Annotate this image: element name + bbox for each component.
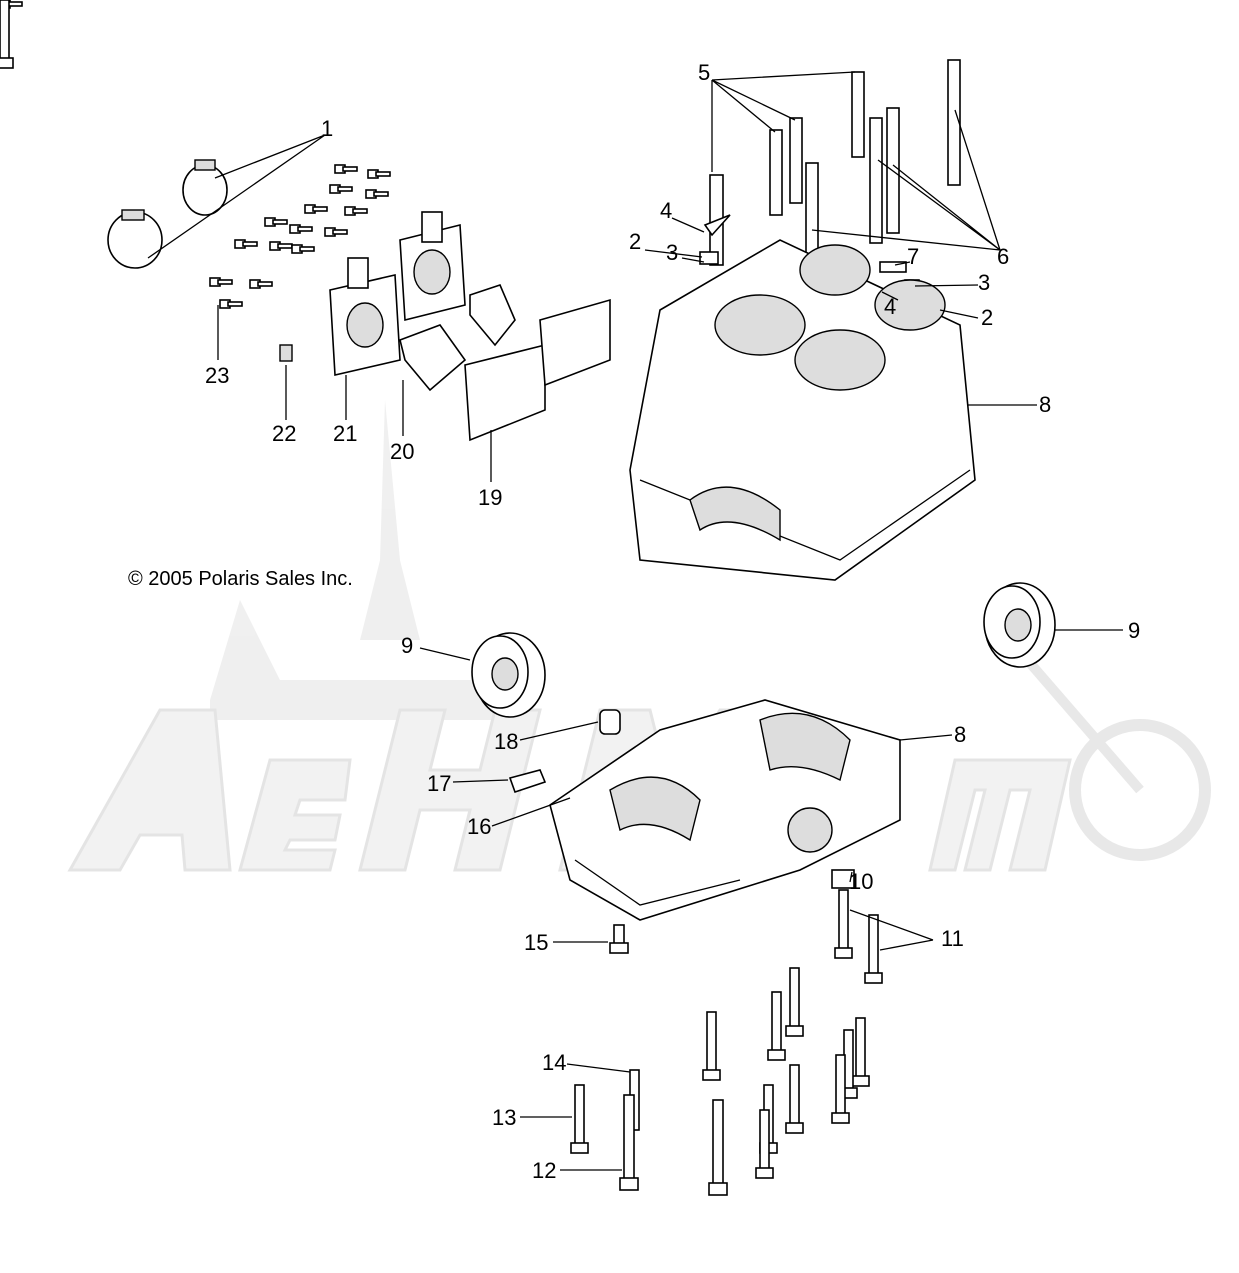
callout-18: 18	[494, 729, 518, 754]
callout-4: 4	[884, 294, 896, 319]
leader-lines	[147, 71, 1123, 1171]
callout-8: 8	[1039, 392, 1051, 417]
callout-15: 15	[524, 930, 548, 955]
callout-21: 21	[333, 421, 357, 446]
callout-10: 10	[849, 869, 873, 894]
callout-1: 1	[321, 116, 333, 141]
callout-2: 2	[981, 305, 993, 330]
callout-7: 7	[907, 244, 919, 269]
callout-3: 3	[978, 270, 990, 295]
callout-8: 8	[954, 722, 966, 747]
callout-13: 13	[492, 1105, 516, 1130]
bushing-18	[599, 709, 621, 735]
callout-16: 16	[467, 814, 491, 839]
drain-plug-10	[831, 869, 855, 889]
small-bolts	[0, 0, 391, 309]
callout-5: 5	[698, 60, 710, 85]
callout-labels: 1 5 4 2 3 7 6 3 4 2 8 23 22 21 20 19 © 2…	[128, 60, 1140, 1183]
lower-crankcase	[549, 699, 901, 921]
callout-3: 3	[666, 240, 678, 265]
reed-valves	[464, 298, 611, 442]
callout-6: 6	[997, 244, 1009, 269]
callout-14: 14	[542, 1050, 566, 1075]
crank-seals	[471, 582, 1056, 718]
upper-crankcase	[629, 239, 976, 581]
callout-23: 23	[205, 363, 229, 388]
copyright-text: © 2005 Polaris Sales Inc.	[128, 568, 353, 590]
callout-4: 4	[660, 198, 672, 223]
callout-12: 12	[532, 1158, 556, 1183]
callout-2: 2	[629, 229, 641, 254]
callout-20: 20	[390, 439, 414, 464]
fitting-22	[279, 344, 293, 362]
callout-22: 22	[272, 421, 296, 446]
callout-9: 9	[401, 633, 413, 658]
intake-manifolds	[329, 211, 466, 376]
fitting-17	[508, 769, 547, 794]
hose-clamps	[107, 159, 228, 269]
callout-19: 19	[478, 485, 502, 510]
callout-11: 11	[941, 926, 964, 951]
callout-9: 9	[1128, 618, 1140, 643]
crankcase-bolts	[0, 0, 883, 1196]
callout-17: 17	[427, 771, 451, 796]
reed-stops	[399, 284, 516, 392]
